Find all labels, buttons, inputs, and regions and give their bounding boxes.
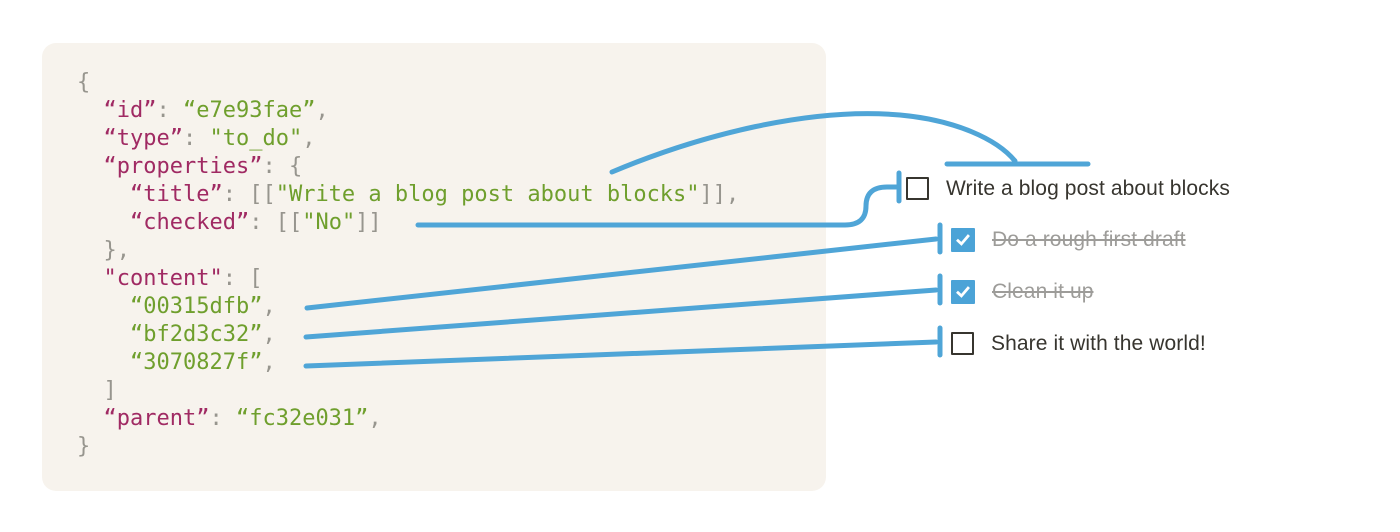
code-block: { “id”: “e7e93fae”, “type”: "to_do", “pr… (77, 69, 739, 461)
code-token: ]] (355, 210, 382, 235)
code-token: "Write a blog post about blocks" (275, 182, 700, 207)
todo-item: Share it with the world! (951, 330, 1206, 357)
code-token: : (262, 154, 289, 179)
code-line: “3070827f”, (77, 349, 739, 377)
todo-item: Clean it up (951, 278, 1094, 305)
checkmark-icon (956, 233, 970, 246)
json-code-panel: { “id”: “e7e93fae”, “type”: "to_do", “pr… (42, 43, 826, 491)
code-token (77, 294, 130, 319)
code-token: "content" (103, 266, 223, 291)
code-token (77, 98, 104, 123)
code-token: , (302, 126, 316, 151)
code-line: “title”: [["Write a blog post about bloc… (77, 181, 739, 209)
code-token: “fc32e031” (235, 406, 369, 431)
todo-item: Write a blog post about blocks (906, 175, 1230, 202)
code-line: { (77, 69, 739, 97)
code-token: , (262, 322, 276, 347)
code-token: “type” (103, 126, 183, 151)
code-token: “00315dfb” (129, 294, 263, 319)
checkbox-checked[interactable] (951, 227, 975, 252)
code-line: “type”: "to_do", (77, 125, 739, 153)
code-token: : (222, 266, 250, 291)
code-token: “3070827f” (129, 350, 263, 375)
code-token: "No" (302, 210, 356, 235)
code-token: [ (249, 266, 263, 291)
code-token (77, 154, 104, 179)
code-token: , (726, 182, 740, 207)
code-token: “id” (103, 98, 157, 123)
code-token (77, 322, 130, 347)
code-token: “parent” (103, 406, 210, 431)
code-line: }, (77, 237, 739, 265)
code-line: “properties”: { (77, 153, 739, 181)
checkmark-icon (956, 285, 970, 298)
code-token: [[ (249, 182, 276, 207)
todo-label: Share it with the world! (991, 331, 1206, 355)
todo-label: Write a blog post about blocks (946, 176, 1230, 200)
code-token: ]] (699, 182, 727, 207)
code-token (77, 350, 130, 375)
code-token: }, (77, 238, 130, 263)
checkbox-checked[interactable] (951, 279, 975, 304)
code-token: “checked” (129, 210, 250, 235)
code-token: : (156, 98, 183, 123)
code-token: “e7e93fae” (182, 98, 316, 123)
code-token (77, 210, 130, 235)
code-token: : (182, 126, 210, 151)
code-token (77, 182, 130, 207)
code-line: “00315dfb”, (77, 293, 739, 321)
code-line: “checked”: [["No"]] (77, 209, 739, 237)
code-token: { (77, 70, 91, 95)
code-token: , (262, 294, 276, 319)
code-token: } (77, 434, 91, 459)
code-token: : (222, 182, 250, 207)
code-token: [[ (275, 210, 303, 235)
todo-item: Do a rough first draft (951, 226, 1186, 253)
checkbox-unchecked[interactable] (951, 332, 974, 355)
code-token (77, 406, 104, 431)
code-token: , (368, 406, 382, 431)
code-token: { (288, 154, 303, 179)
code-line: “id”: “e7e93fae”, (77, 97, 739, 125)
code-line: “bf2d3c32”, (77, 321, 739, 349)
todo-label: Clean it up (992, 279, 1094, 303)
todo-label: Do a rough first draft (992, 227, 1186, 251)
code-token: "to_do" (209, 126, 303, 151)
code-token: ] (77, 378, 117, 403)
code-line: } (77, 433, 739, 461)
code-line: ] (77, 377, 739, 405)
code-token (77, 126, 104, 151)
code-token: : (249, 210, 276, 235)
code-line: “parent”: “fc32e031”, (77, 405, 739, 433)
code-token: , (315, 98, 329, 123)
code-token: “properties” (103, 154, 263, 179)
code-line: "content": [ (77, 265, 739, 293)
code-token: : (209, 406, 236, 431)
code-token (77, 266, 104, 291)
checkbox-unchecked[interactable] (906, 177, 929, 200)
code-token: , (262, 350, 276, 375)
code-token: “bf2d3c32” (129, 322, 263, 347)
code-token: “title” (129, 182, 223, 207)
